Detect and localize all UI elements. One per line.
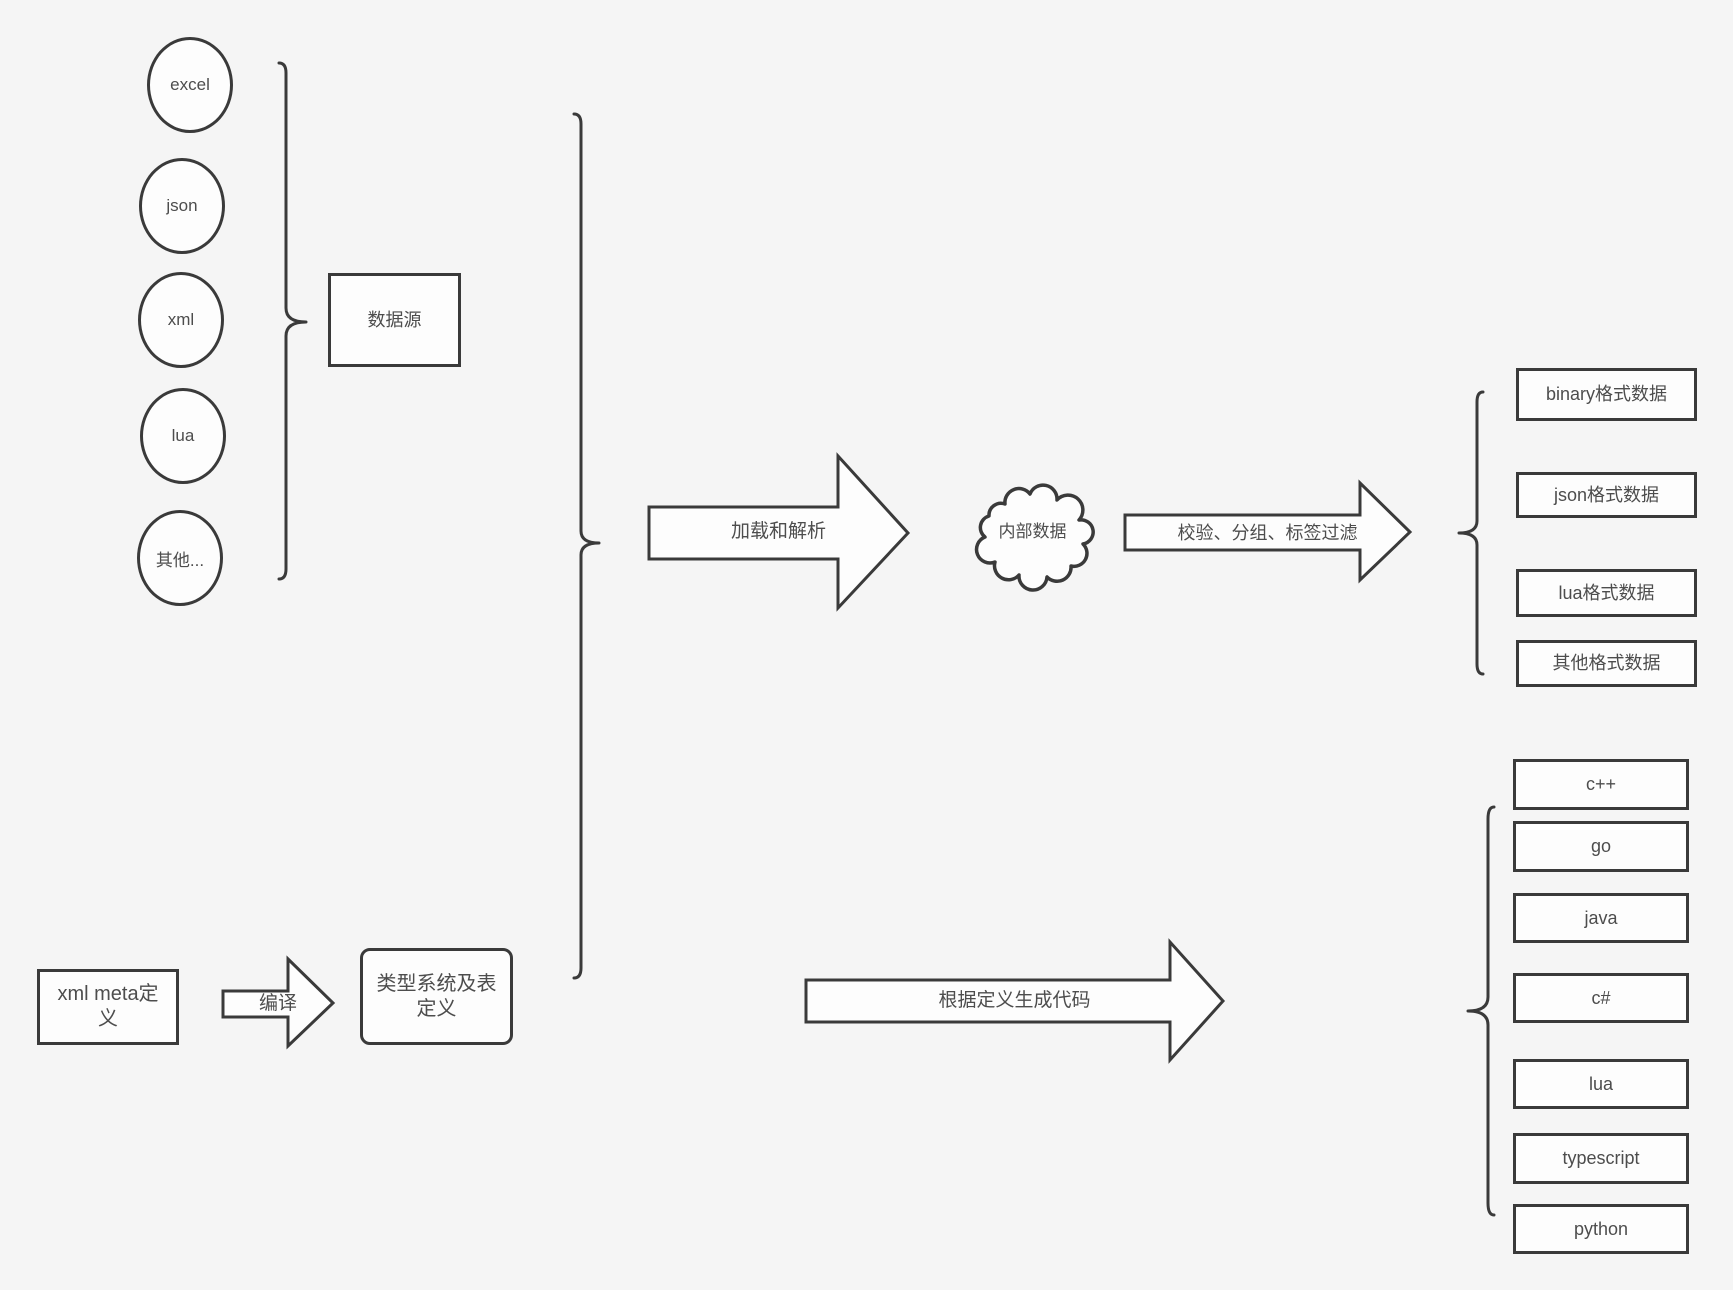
format-box-json: json格式数据 [1516, 472, 1697, 518]
xml-meta-label: xml meta定义 [57, 983, 159, 1030]
internal-data-cloud [974, 483, 1095, 592]
language-box-lua: lua [1513, 1059, 1689, 1109]
formats-brace [1457, 390, 1485, 676]
source-node-excel: excel [147, 37, 233, 133]
type-system-box: 类型系统及表定义 [360, 948, 513, 1045]
format-box-binary: binary格式数据 [1516, 368, 1697, 421]
type-system-label: 类型系统及表定义 [376, 972, 497, 1020]
format-box-other: 其他格式数据 [1516, 640, 1697, 687]
format-box-lua: lua格式数据 [1516, 569, 1697, 617]
language-box-cpp: c++ [1513, 759, 1689, 810]
compile-arrow [221, 955, 336, 1050]
xml-meta-box: xml meta定义 [37, 969, 179, 1045]
load-parse-arrow [647, 452, 911, 612]
source-node-other: 其他... [137, 510, 223, 606]
source-node-json: json [139, 158, 225, 254]
source-node-lua: lua [140, 388, 226, 484]
language-box-go: go [1513, 821, 1689, 872]
language-box-typescript: typescript [1513, 1133, 1689, 1184]
languages-brace [1466, 805, 1496, 1217]
language-box-python: python [1513, 1204, 1689, 1254]
source-node-xml: xml [138, 272, 224, 368]
all-inputs-brace [572, 112, 601, 980]
language-box-csharp: c# [1513, 973, 1689, 1023]
data-source-box: 数据源 [328, 273, 461, 367]
codegen-arrow [804, 938, 1226, 1064]
filter-arrow [1123, 479, 1413, 584]
language-box-java: java [1513, 893, 1689, 943]
sources-brace [277, 61, 308, 581]
